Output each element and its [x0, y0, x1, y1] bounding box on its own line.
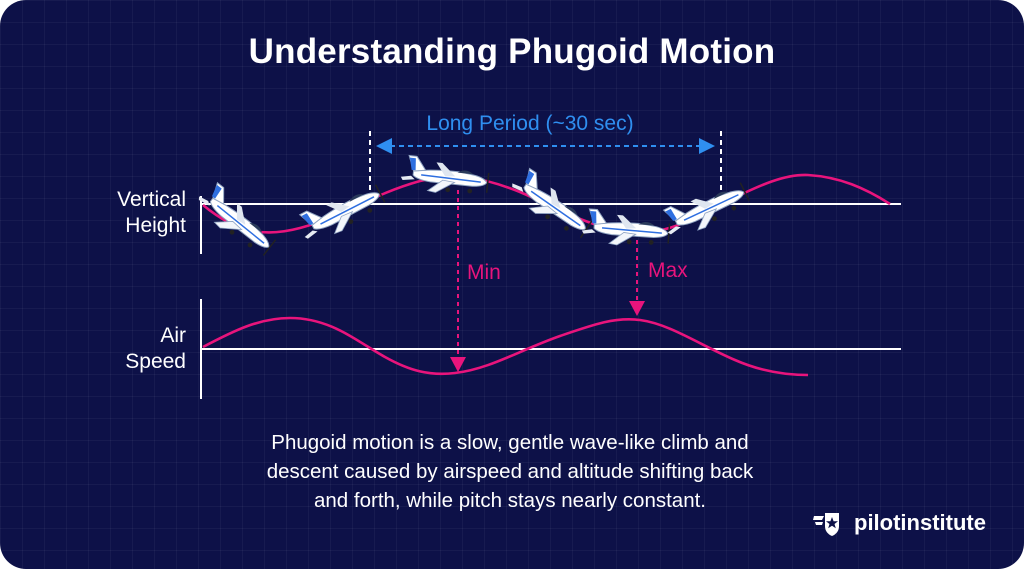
caption-line-3: and forth, while pitch stays nearly cons… [314, 489, 706, 512]
caption-line-1: Phugoid motion is a slow, gentle wave-li… [271, 431, 749, 454]
pilot-wings-star-badge-icon [813, 513, 839, 536]
airspeed-wave [202, 316, 809, 377]
page-title: Understanding Phugoid Motion [248, 32, 776, 71]
speed-axis-label-line2: Speed [125, 350, 186, 373]
period-arrow-right-head [699, 138, 715, 154]
airplane-icon [657, 173, 753, 245]
logo-text: pilotinstitute [854, 510, 986, 535]
airplane-icon [190, 178, 282, 261]
min-arrow-head [450, 357, 466, 372]
pilotinstitute-logo: pilotinstitute [812, 506, 986, 540]
period-arrow-left-head [376, 138, 392, 154]
height-axis-label-line1: Vertical [117, 188, 186, 211]
max-label: Max [648, 259, 688, 282]
airplane-icon [580, 207, 671, 250]
caption: Phugoid motion is a slow, gentle wave-li… [200, 428, 820, 515]
speed-axis-label: Air Speed [90, 323, 186, 375]
max-arrow-head [629, 301, 645, 316]
airplane-icon [398, 154, 491, 199]
caption-line-2: descent caused by airspeed and altitude … [266, 460, 754, 483]
min-label: Min [467, 261, 501, 284]
height-axis-label: Vertical Height [90, 187, 186, 239]
period-label: Long Period (~30 sec) [426, 112, 634, 135]
height-axis-label-line2: Height [125, 214, 186, 237]
speed-axis-label-line1: Air [160, 324, 186, 347]
airplane-icon [293, 175, 388, 249]
